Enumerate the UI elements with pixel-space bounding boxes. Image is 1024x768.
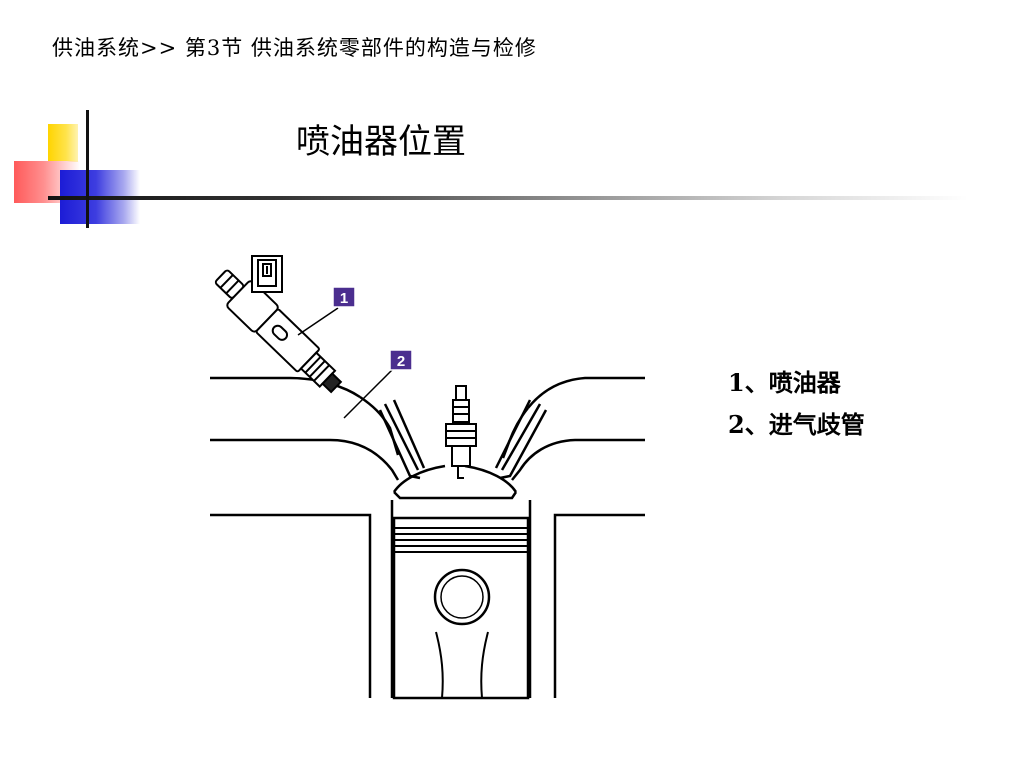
- legend-item-intake-manifold: 2、进气歧管: [728, 410, 865, 439]
- leader-line-1: [297, 307, 339, 336]
- fuel-injector: [214, 269, 343, 394]
- breadcrumb: 供油系统>> 第3节 供油系统零部件的构造与检修: [52, 36, 537, 60]
- exhaust-port-lower-wall: [511, 438, 645, 481]
- intake-port-lower-wall: [210, 438, 400, 481]
- callout-label-1: 1: [340, 290, 348, 307]
- legend-item-injector: 1、喷油器: [728, 368, 841, 397]
- leader-line-2: [343, 367, 395, 419]
- yellow-square-decoration: [48, 124, 78, 162]
- exhaust-port-upper-wall: [527, 376, 645, 409]
- callout-label-2: 2: [397, 353, 405, 370]
- callout-badge-2: 2: [389, 349, 413, 371]
- injector-connector: [251, 255, 283, 293]
- title-underline: [48, 196, 968, 200]
- cylinder-block: [210, 500, 645, 698]
- callout-badge-1: 1: [332, 286, 356, 308]
- page-title: 喷油器位置: [296, 122, 466, 162]
- vertical-divider: [86, 110, 89, 228]
- legend: 1、喷油器 2、进气歧管: [728, 362, 865, 446]
- spark-plug: [445, 385, 477, 479]
- piston: [392, 516, 530, 700]
